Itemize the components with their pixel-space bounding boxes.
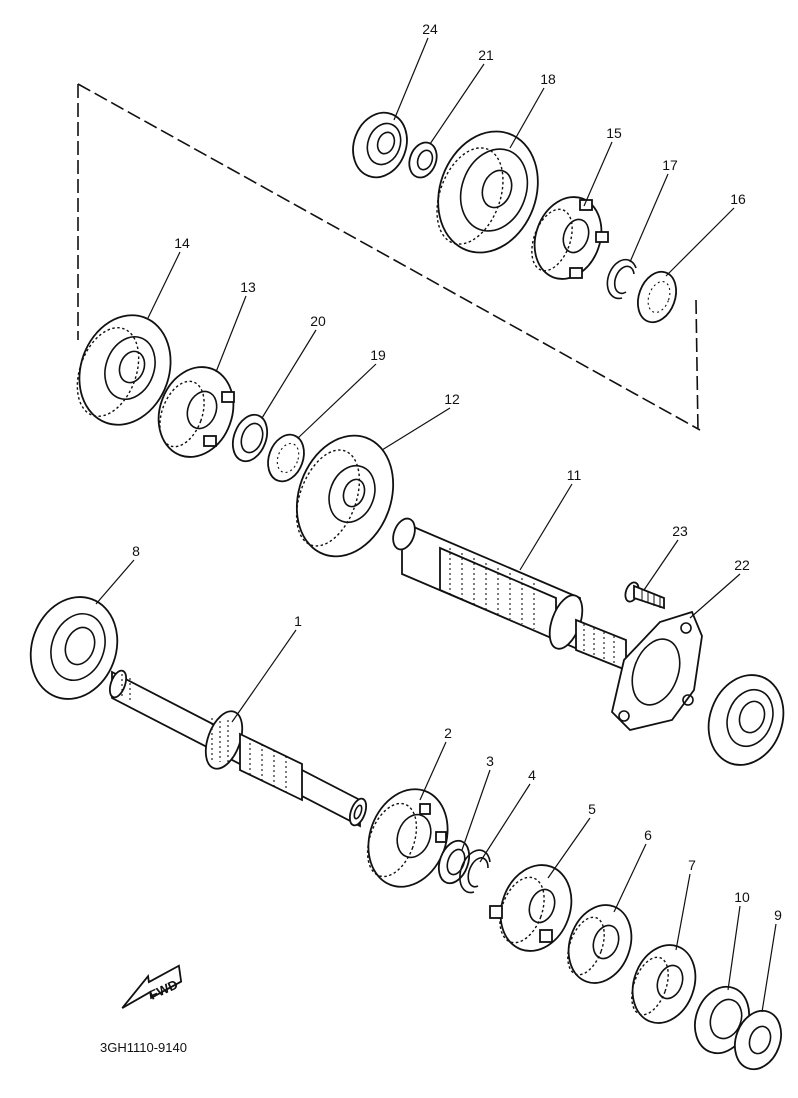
label-22: 22 <box>734 557 750 573</box>
gear-7 <box>631 944 697 1024</box>
gear-6 <box>567 904 633 984</box>
circlip-17 <box>606 258 637 300</box>
collar-9 <box>734 1009 782 1071</box>
label-13: 13 <box>240 279 256 295</box>
label-1: 1 <box>294 613 302 629</box>
label-19: 19 <box>370 347 386 363</box>
label-24: 24 <box>422 21 438 37</box>
label-23: 23 <box>672 523 688 539</box>
gear-14 <box>76 314 172 426</box>
fwd-arrow-icon: FWD <box>121 964 183 1009</box>
label-7: 7 <box>688 857 696 873</box>
label-12: 12 <box>444 391 460 407</box>
plate-22 <box>611 610 703 731</box>
leader-lines <box>95 37 777 1013</box>
gear-2 <box>366 788 449 888</box>
gear-13 <box>157 366 235 458</box>
label-2: 2 <box>444 725 452 741</box>
shaft-11 <box>392 517 627 672</box>
label-21: 21 <box>478 47 494 63</box>
label-6: 6 <box>644 827 652 843</box>
label-11: 11 <box>567 467 582 483</box>
label-3: 3 <box>486 753 494 769</box>
washer-16 <box>636 270 678 324</box>
bearing-8 <box>29 596 119 700</box>
label-18: 18 <box>540 71 556 87</box>
washer-3 <box>437 839 471 885</box>
washer-21 <box>408 141 438 179</box>
label-9: 9 <box>774 907 782 923</box>
shaft-1 <box>108 669 368 828</box>
label-5: 5 <box>588 801 596 817</box>
label-10: 10 <box>734 889 750 905</box>
label-16: 16 <box>730 191 746 207</box>
group-bracket <box>77 83 701 433</box>
gear-15 <box>531 196 609 280</box>
label-17: 17 <box>662 157 678 173</box>
bearing-right <box>707 674 785 766</box>
label-14: 14 <box>174 235 190 251</box>
label-8: 8 <box>132 543 140 559</box>
gear-18 <box>436 130 539 254</box>
gear-5 <box>489 864 573 952</box>
label-4: 4 <box>528 767 536 783</box>
gear-12 <box>295 434 395 558</box>
label-20: 20 <box>310 313 326 329</box>
drawing-code: 3GH1110-9140 <box>100 1040 187 1055</box>
label-15: 15 <box>606 125 622 141</box>
bearing-24 <box>352 111 408 179</box>
washer-19 <box>267 433 305 483</box>
bolt-23 <box>624 581 665 610</box>
washer-20 <box>231 413 269 463</box>
